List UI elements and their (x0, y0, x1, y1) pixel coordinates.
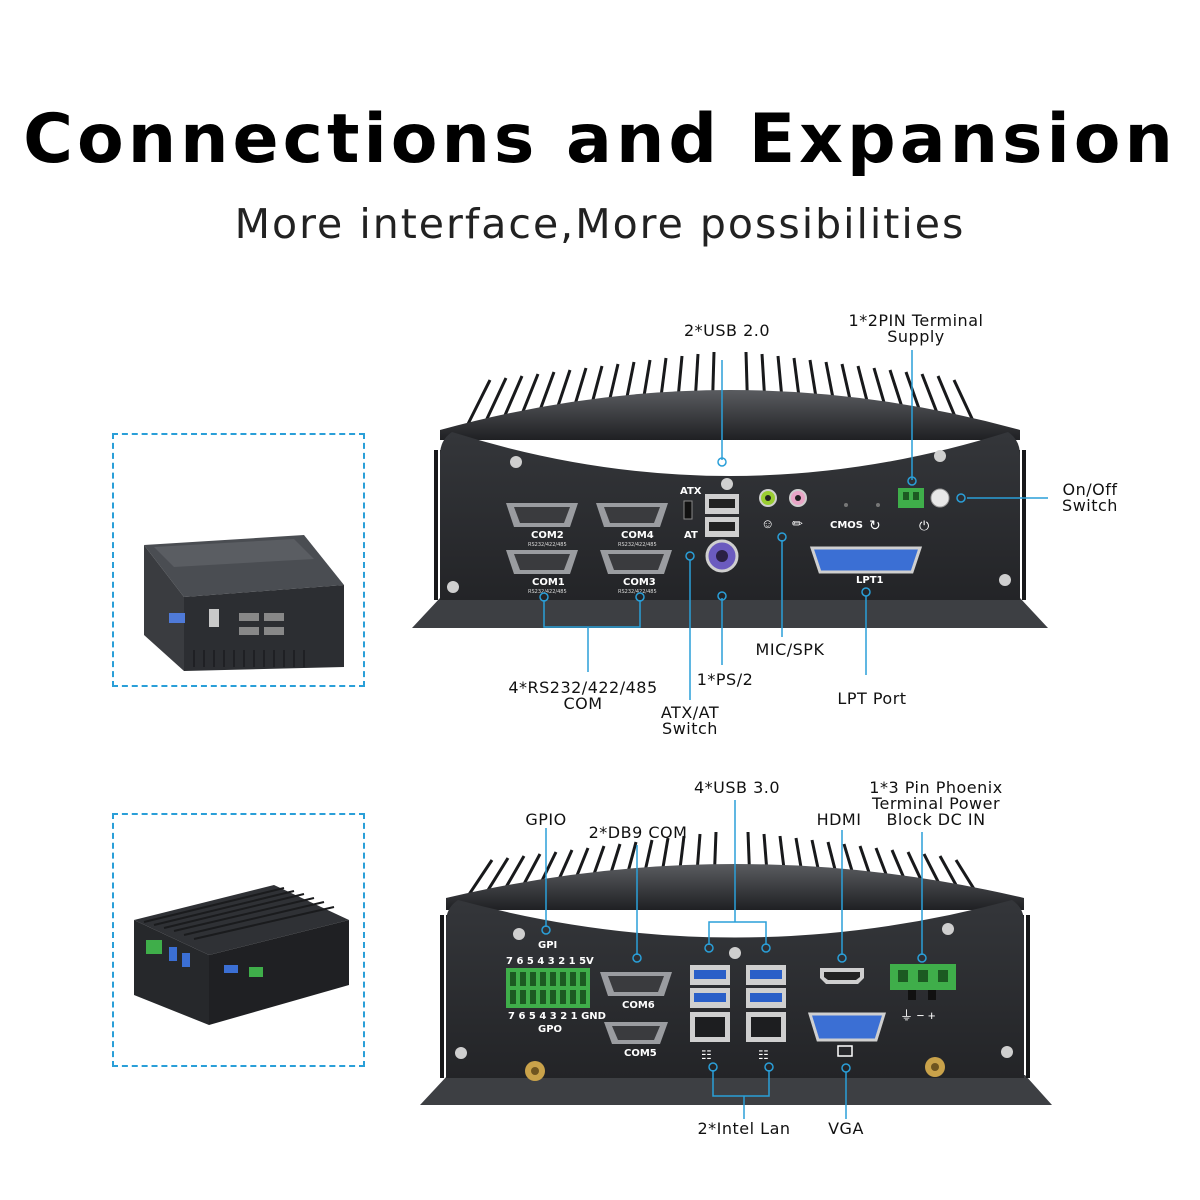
headphone-icon: ☺ (761, 516, 774, 531)
rear-callout-lines (545, 800, 923, 1119)
silk-com3: COM3 (623, 577, 656, 588)
thumbnail-frame-bottom (112, 813, 365, 1067)
silk-atx: ATX (680, 486, 702, 497)
thumbnail-frame-top (112, 433, 365, 687)
lpt-port[interactable] (809, 546, 923, 574)
lan-icon: ☷ (701, 1048, 712, 1062)
usb3-ports[interactable] (690, 965, 786, 1008)
power-button[interactable] (930, 488, 950, 508)
silk-lpt1: LPT1 (856, 575, 884, 586)
rear-callout-markers (541, 925, 927, 1073)
microphone-icon: ✏ (792, 516, 803, 531)
label-atx-line2: Switch (662, 719, 718, 738)
silk-com5: COM5 (624, 1048, 657, 1059)
silk-com6: COM6 (622, 1000, 655, 1011)
page-title: Connections and Expansion (23, 100, 1177, 179)
gpio-terminal-block[interactable] (506, 968, 590, 1008)
terminal-2pin[interactable] (898, 488, 924, 508)
label-db9: 2*DB9 COM (588, 823, 688, 842)
phoenix-power-terminal[interactable] (890, 964, 956, 1000)
ground-minus-plus-icon: ⏚ − + (900, 1008, 935, 1023)
vga-port[interactable] (807, 1012, 887, 1042)
power-symbol-icon: ⏻ (919, 518, 929, 533)
label-phoenix-line2: Terminal Power (871, 794, 1001, 813)
page-subtitle: More interface,More possibilities (234, 200, 966, 248)
label-terminal-line2: Supply (887, 327, 945, 346)
silk-gpo-pins: 7 6 5 4 3 2 1 GND (508, 1011, 606, 1022)
label-vga: VGA (828, 1119, 864, 1138)
silk-com4-rs: RS232/422/485 (618, 542, 657, 548)
silk-gpi-pins: 7 6 5 4 3 2 1 5V (506, 956, 594, 967)
silk-com2-rs: RS232/422/485 (528, 542, 567, 548)
label-terminal-line1: 1*2PIN Terminal (848, 311, 984, 330)
silk-com1: COM1 (532, 577, 565, 588)
com-port-com1: COM1 RS232/422/485 (506, 550, 578, 595)
silk-at: AT (684, 530, 698, 541)
label-micspk: MIC/SPK (755, 640, 825, 659)
silk-com2: COM2 (531, 530, 564, 541)
front-callout-lines (543, 350, 1048, 700)
label-atx-line1: ATX/AT (660, 703, 720, 722)
label-phoenix-line3: Block DC IN (886, 810, 986, 829)
silk-com1-rs: RS232/422/485 (528, 589, 567, 595)
label-usb20: 2*USB 2.0 (683, 321, 771, 340)
db9-port-com6[interactable] (600, 972, 672, 996)
label-com-line2: COM (563, 694, 603, 713)
label-gpio: GPIO (525, 810, 567, 829)
cmos-reset-icon: ↻ (869, 517, 881, 533)
silk-gpi: GPI (538, 940, 557, 951)
front-panel-device: COM2 RS232/422/485 COM4 RS232/422/485 CO… (412, 351, 1048, 628)
silk-cmos: CMOS (830, 520, 863, 531)
device-thumbnail-rear-icon (134, 885, 349, 1025)
silk-com4: COM4 (621, 530, 654, 541)
label-hdmi: HDMI (816, 810, 862, 829)
device-thumbnail-front-icon (144, 535, 344, 671)
silk-gpo: GPO (538, 1024, 562, 1035)
label-onoff-line1: On/Off (1062, 480, 1118, 499)
label-ps2: 1*PS/2 (696, 670, 754, 689)
label-lan: 2*Intel Lan (697, 1119, 791, 1138)
atx-at-switch[interactable] (683, 500, 693, 520)
com-port-com3: COM3 RS232/422/485 (600, 550, 672, 595)
label-onoff-line2: Switch (1062, 496, 1118, 515)
lan-icon-2: ☷ (758, 1048, 769, 1062)
label-lpt: LPT Port (837, 689, 907, 708)
front-callout-markers (539, 457, 966, 602)
com-port-com2: COM2 RS232/422/485 (506, 503, 578, 548)
label-usb30: 4*USB 3.0 (693, 778, 781, 797)
silk-com3-rs: RS232/422/485 (618, 589, 657, 595)
db9-port-com5[interactable] (604, 1022, 668, 1044)
rear-panel-device: GPI 7 6 5 4 3 2 1 5V 7 6 5 4 3 2 1 GND G… (420, 831, 1052, 1105)
label-phoenix-line1: 1*3 Pin Phoenix (869, 778, 1003, 797)
vga-icon (837, 1045, 853, 1057)
com-port-com4: COM4 RS232/422/485 (596, 503, 668, 548)
lan-ports[interactable] (690, 1012, 786, 1042)
label-com-line1: 4*RS232/422/485 (508, 678, 658, 697)
